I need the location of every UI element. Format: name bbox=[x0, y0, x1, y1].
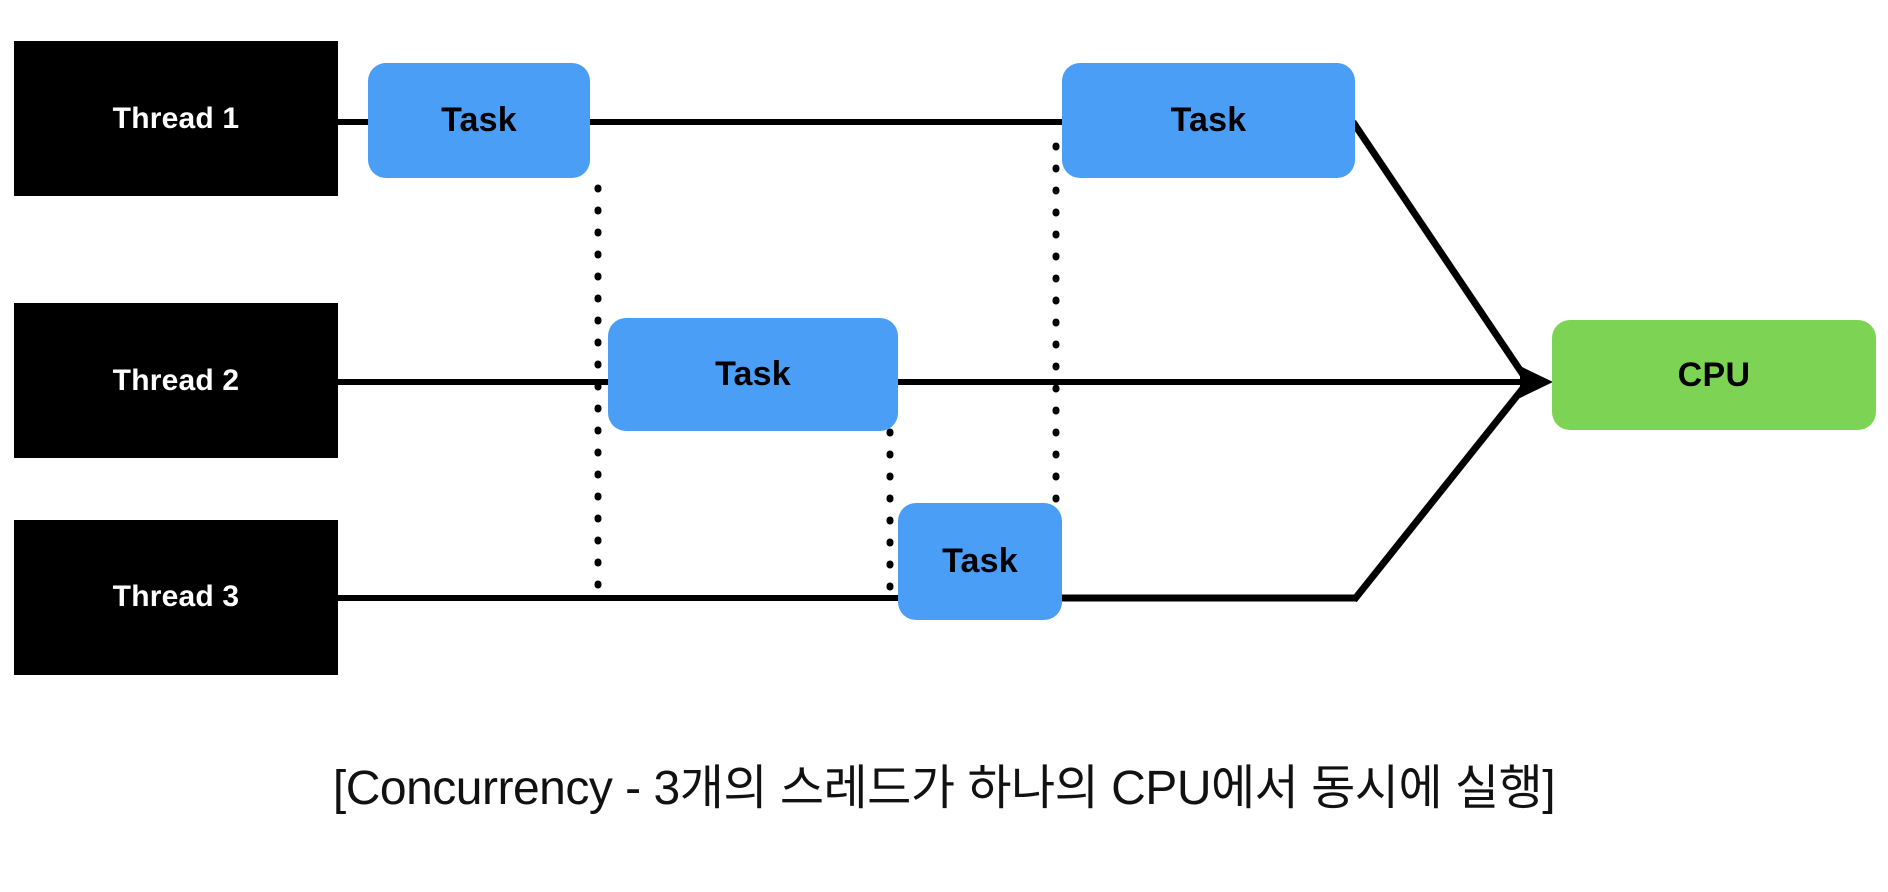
thread-box-1[interactable]: Thread 1 bbox=[14, 41, 338, 196]
wire-thread1-to-cpu-diagonal bbox=[1350, 120, 1531, 384]
task-box-thread1-slot3[interactable]: Task bbox=[1062, 63, 1355, 178]
wire-thread3-to-cpu-diagonal bbox=[1351, 379, 1531, 603]
cpu-arrowhead bbox=[1520, 366, 1553, 398]
task-label: Task bbox=[441, 101, 517, 139]
cpu-box[interactable]: CPU bbox=[1552, 320, 1876, 430]
task-box-thread2-slot2[interactable]: Task bbox=[608, 318, 898, 431]
task-box-thread1-slot1[interactable]: Task bbox=[368, 63, 590, 178]
thread-box-3[interactable]: Thread 3 bbox=[14, 520, 338, 675]
thread-box-2[interactable]: Thread 2 bbox=[14, 303, 338, 458]
task-label: Task bbox=[715, 355, 791, 393]
task-label: Task bbox=[1170, 101, 1247, 139]
task-box-thread3-slot3[interactable]: Task bbox=[898, 503, 1062, 620]
thread-label-1: Thread 1 bbox=[112, 101, 240, 135]
thread-label-3: Thread 3 bbox=[112, 580, 240, 613]
task-label: Task bbox=[942, 542, 1018, 580]
diagram-caption: [Concurrency - 3개의 스레드가 하나의 CPU에서 동시에 실행… bbox=[332, 762, 1556, 815]
thread-label-2: Thread 2 bbox=[112, 363, 240, 397]
cpu-label: CPU bbox=[1677, 355, 1751, 394]
